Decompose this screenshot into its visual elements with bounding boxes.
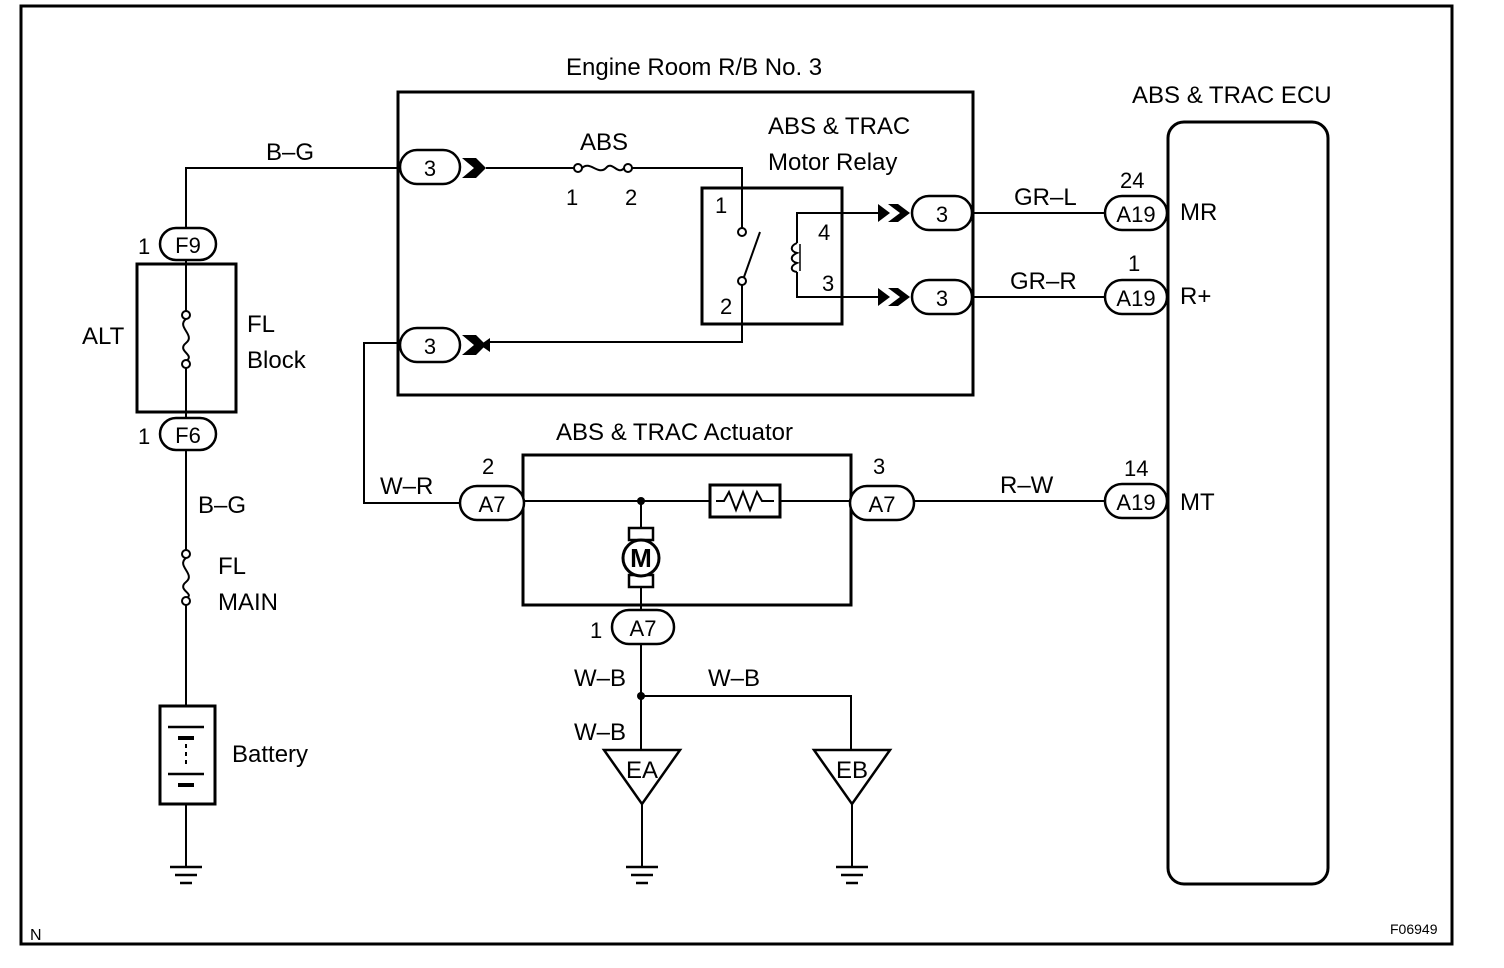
rb-bottom-arrow-icon xyxy=(462,335,486,355)
wire-label-wb-lower: W–B xyxy=(574,719,626,746)
relay-label-2: Motor Relay xyxy=(768,149,897,176)
fl-block-fuse-icon xyxy=(182,318,190,362)
ground-ea-label: EA xyxy=(626,757,658,784)
ground-icon-battery xyxy=(170,865,202,885)
ground-eb-label: EB xyxy=(836,757,868,784)
a7-bottom-pin: 1 xyxy=(590,618,602,643)
connector-a7-left xyxy=(458,484,526,522)
rb-connector-bottom xyxy=(398,326,462,364)
ground-icon-eb xyxy=(836,865,868,885)
ecu-terminal-rplus: R+ xyxy=(1180,283,1211,310)
connector-a19-rplus xyxy=(1103,278,1169,316)
ecu-title: ABS & TRAC ECU xyxy=(1132,82,1332,109)
relay-pin-2: 2 xyxy=(720,294,732,319)
fl-block-label-1: FL xyxy=(247,311,275,338)
connector-f6-label: F6 xyxy=(175,423,201,448)
a7-right-pin: 3 xyxy=(873,454,885,479)
actuator-title: ABS & TRAC Actuator xyxy=(556,419,793,446)
a7-left-pin: 2 xyxy=(482,454,494,479)
wire-bg-top xyxy=(185,167,400,228)
rb-connector-right-bottom-label: 3 xyxy=(936,286,948,311)
fl-main-label-1: FL xyxy=(218,553,246,580)
connector-a7-right-label: A7 xyxy=(869,492,896,517)
fuse-abs-icon xyxy=(581,164,625,172)
a19-mr-pin: 24 xyxy=(1120,168,1144,193)
motor-icon xyxy=(621,526,661,589)
rb-connector-top xyxy=(398,148,462,186)
relay-pin-4: 4 xyxy=(818,220,830,245)
wire-label-rw: R–W xyxy=(1000,472,1054,499)
connector-a7-bottom-label: A7 xyxy=(630,616,657,641)
rb-connector-top-label: 3 xyxy=(424,156,436,181)
wire-label-wb-right: W–B xyxy=(708,665,760,692)
connector-f9 xyxy=(158,226,218,262)
relay-pin-3: 3 xyxy=(822,271,834,296)
footer-code: F06949 xyxy=(1390,921,1438,937)
connector-a7-bottom xyxy=(610,608,676,646)
fuse-pin-2: 2 xyxy=(625,185,637,210)
battery-label: Battery xyxy=(232,741,308,768)
footer-left: N xyxy=(30,927,42,944)
connector-a7-right xyxy=(848,484,916,522)
connector-a19-mt xyxy=(1103,482,1169,520)
pin-f9: 1 xyxy=(138,234,150,259)
diagram-frame xyxy=(19,4,1454,946)
wire-label-bg-bottom: B–G xyxy=(198,492,246,519)
connector-a7-left-label: A7 xyxy=(479,492,506,517)
relay-coil-icon xyxy=(790,212,842,298)
rb-connector-bottom-label: 3 xyxy=(424,334,436,359)
relay-block-box xyxy=(396,90,975,397)
battery-box xyxy=(158,704,217,806)
wire-label-wb-left: W–B xyxy=(574,665,626,692)
actuator-box xyxy=(521,453,853,607)
connector-f9-label: F9 xyxy=(175,233,201,258)
ground-ea-symbol xyxy=(601,748,683,807)
fl-main-fuse-icon xyxy=(182,557,190,599)
wire-label-grl: GR–L xyxy=(1014,184,1077,211)
motor-label: M xyxy=(630,543,652,573)
connector-a19-mr-label: A19 xyxy=(1116,202,1155,227)
ground-eb-symbol xyxy=(811,748,893,807)
fl-block-label-2: Block xyxy=(247,347,307,374)
pin-f6: 1 xyxy=(138,424,150,449)
rb-right-bottom-arrow-icon xyxy=(888,288,910,306)
a19-rplus-pin: 1 xyxy=(1128,251,1140,276)
connector-f6 xyxy=(158,416,218,452)
relay-pin-1: 1 xyxy=(715,193,727,218)
connector-a19-mr xyxy=(1103,194,1169,232)
relay-switch-icon xyxy=(743,231,761,278)
ground-icon-ea xyxy=(626,865,658,885)
connector-a19-rplus-label: A19 xyxy=(1116,286,1155,311)
motor-relay-box xyxy=(700,186,844,326)
rb-top-arrow-icon xyxy=(462,158,486,178)
wire-wr xyxy=(363,342,460,504)
fl-main-label-2: MAIN xyxy=(218,589,278,616)
wire-label-bg-top: B–G xyxy=(266,139,314,166)
wire-label-grr: GR–R xyxy=(1010,268,1077,295)
connector-a19-mt-label: A19 xyxy=(1116,490,1155,515)
fuse-pin-1: 1 xyxy=(566,185,578,210)
a19-mt-pin: 14 xyxy=(1124,456,1148,481)
battery-icon xyxy=(168,725,204,787)
wire-label-wr: W–R xyxy=(380,473,433,500)
relay-label-1: ABS & TRAC xyxy=(768,113,910,140)
alt-label: ALT xyxy=(82,323,125,350)
ecu-terminal-mt: MT xyxy=(1180,489,1215,516)
ecu-terminal-mr: MR xyxy=(1180,199,1217,226)
relay-block-title: Engine Room R/B No. 3 xyxy=(566,54,822,81)
fuse-abs-label: ABS xyxy=(580,129,628,156)
rb-right-top-arrow-icon xyxy=(888,204,910,222)
rb-connector-right-top-label: 3 xyxy=(936,202,948,227)
